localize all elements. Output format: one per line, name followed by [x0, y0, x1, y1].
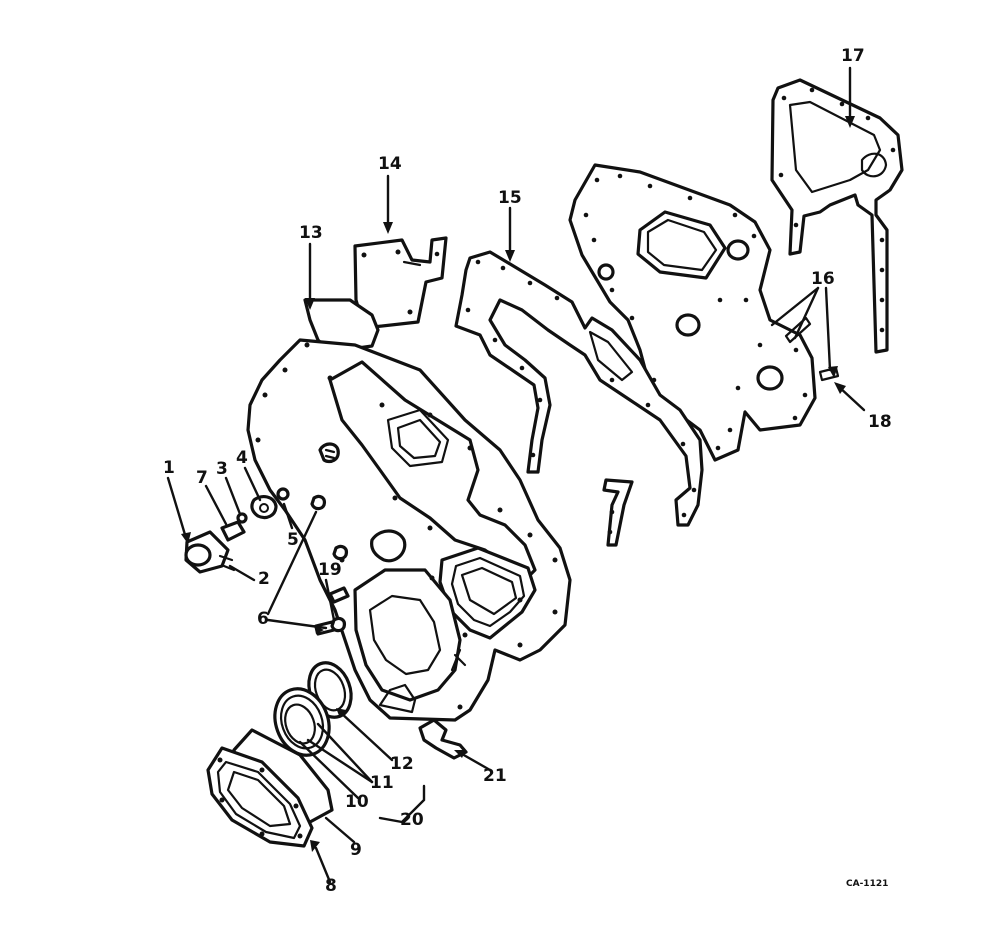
arrowheads	[181, 116, 855, 852]
callout-16: 16	[811, 269, 835, 289]
callout-4: 4	[236, 448, 248, 468]
figure-code: CA-1121	[846, 879, 889, 889]
callout-10: 10	[345, 792, 369, 812]
part-17-rear-gasket	[770, 78, 904, 354]
callout-21: 21	[483, 766, 507, 786]
callout-15: 15	[498, 188, 522, 208]
callout-5: 5	[287, 530, 299, 550]
callout-3: 3	[216, 459, 228, 479]
callout-1: 1	[163, 458, 175, 478]
callout-12: 12	[390, 754, 414, 774]
leader-lines	[166, 66, 866, 884]
callout-18: 18	[868, 412, 892, 432]
part-13-front-cover	[246, 298, 572, 722]
callout-9: 9	[350, 840, 362, 860]
part-16-dowel-pins	[784, 316, 840, 382]
front-plate	[568, 163, 817, 462]
callout-2: 2	[258, 569, 270, 589]
part-15-gasket	[454, 250, 704, 547]
callout-19: 19	[318, 560, 342, 580]
callout-6: 6	[257, 609, 269, 629]
callout-20: 20	[400, 810, 424, 830]
callout-17: 17	[841, 46, 865, 66]
part-8-seal-cover	[206, 746, 314, 848]
callout-8: 8	[325, 876, 337, 896]
callout-11: 11	[370, 773, 394, 793]
callout-7: 7	[196, 468, 208, 488]
part-21-bracket	[418, 718, 468, 760]
callout-14: 14	[378, 154, 402, 174]
callout-13: 13	[299, 223, 323, 243]
